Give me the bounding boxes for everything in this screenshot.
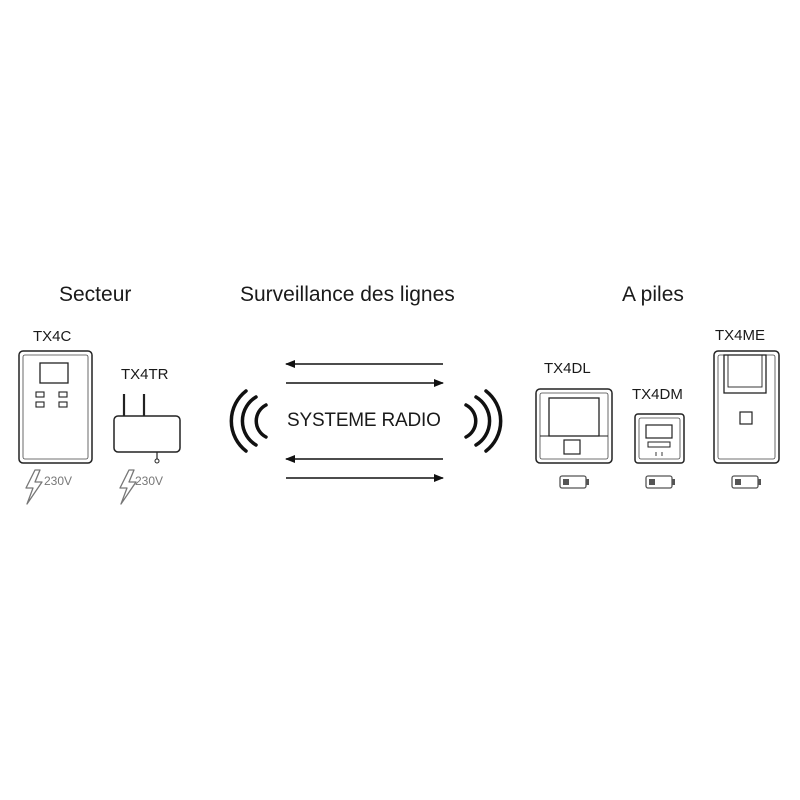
- lightning-bolt-icon: [25, 469, 43, 505]
- radio-system-label: SYSTEME RADIO: [287, 410, 441, 431]
- tx4tr-voltage: 230V: [135, 474, 164, 488]
- heading-line-monitoring: Surveillance des lignes: [240, 283, 455, 306]
- tx4dm-device: [634, 413, 685, 464]
- label-tx4me: TX4ME: [715, 327, 766, 344]
- radio-link-arrows: [285, 360, 444, 482]
- battery-icon: [559, 475, 589, 489]
- battery-icon: [731, 475, 761, 489]
- heading-mains: Secteur: [59, 283, 132, 306]
- label-tx4tr: TX4TR: [121, 366, 169, 383]
- label-tx4dl: TX4DL: [544, 360, 591, 377]
- lightning-bolt-icon: [119, 469, 137, 505]
- tx4dl-device: [535, 388, 613, 464]
- radio-waves-icon: [229, 389, 268, 453]
- tx4c-voltage: 230V: [44, 474, 73, 488]
- label-tx4dm: TX4DM: [632, 386, 683, 403]
- tx4tr-device: [113, 394, 181, 464]
- tx4c-device: [18, 350, 93, 464]
- tx4me-device: [713, 350, 780, 464]
- battery-icon: [645, 475, 675, 489]
- label-tx4c: TX4C: [33, 328, 72, 345]
- radio-waves-icon: [464, 389, 503, 453]
- heading-battery: A piles: [622, 283, 684, 306]
